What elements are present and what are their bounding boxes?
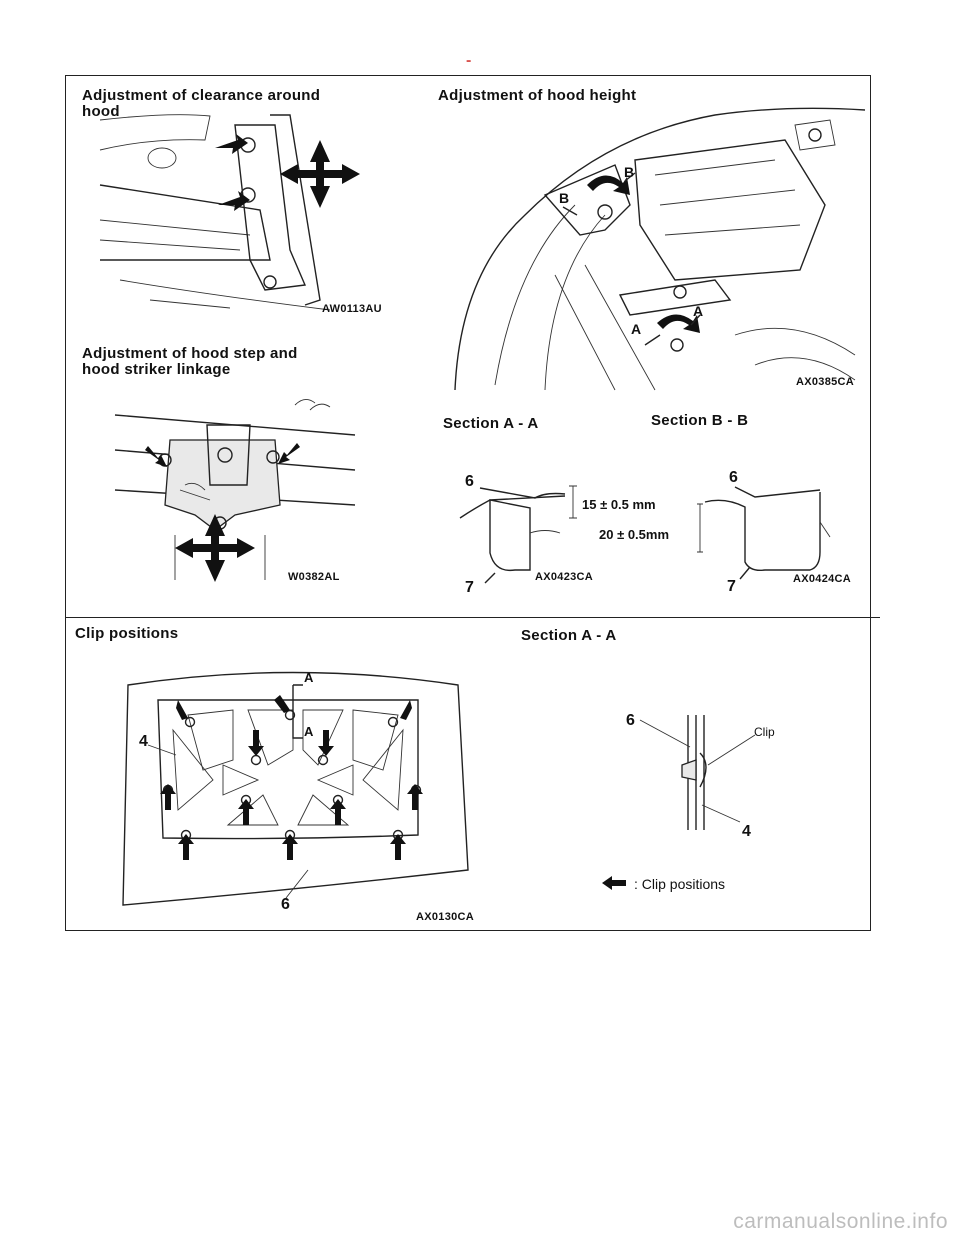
clips-section-label-a-top: A bbox=[304, 670, 314, 685]
section-aa-clip-num-6: 6 bbox=[626, 712, 635, 729]
clip-positions-legend: : Clip positions bbox=[634, 876, 726, 892]
step-code: W0382AL bbox=[288, 571, 340, 583]
section-bb-num-6: 6 bbox=[729, 469, 738, 486]
clearance-title: Adjustment of clearance around hood bbox=[82, 87, 321, 120]
height-label-a-left: A bbox=[631, 321, 642, 337]
section-aa-clip-title: Section A - A bbox=[521, 627, 617, 644]
section-aa-clip-label: Clip bbox=[754, 725, 775, 739]
clips-num-4: 4 bbox=[139, 733, 148, 750]
clips-section-label-a-bottom: A bbox=[304, 724, 314, 739]
section-bb-illustration bbox=[697, 486, 831, 580]
section-aa-clip-illustration bbox=[639, 715, 756, 830]
clips-num-6: 6 bbox=[281, 896, 290, 913]
section-aa-num-7: 7 bbox=[465, 579, 474, 596]
clips-illustration bbox=[122, 671, 469, 906]
height-label-b-left: B bbox=[559, 190, 570, 206]
section-aa-clip-num-4: 4 bbox=[742, 823, 751, 840]
height-illustration bbox=[454, 107, 866, 391]
section-aa-dim-15: 15 ± 0.5 mm bbox=[582, 497, 656, 512]
section-bb-title: Section B - B bbox=[651, 412, 749, 429]
step-illustration bbox=[114, 399, 356, 582]
clearance-code: AW0113AU bbox=[322, 303, 382, 315]
section-bb-num-7: 7 bbox=[727, 578, 736, 595]
horizontal-divider bbox=[65, 617, 880, 618]
clips-title: Clip positions bbox=[75, 625, 179, 642]
section-aa-dim-20: 20 ± 0.5mm bbox=[599, 527, 670, 542]
figure-frame bbox=[65, 75, 871, 931]
legend-arrow-icon bbox=[602, 876, 626, 890]
section-aa-title: Section A - A bbox=[443, 415, 539, 432]
section-bb-code: AX0424CA bbox=[793, 573, 852, 585]
height-code: AX0385CA bbox=[796, 376, 855, 388]
step-title: Adjustment of hood step and hood striker… bbox=[82, 345, 298, 378]
watermark: carmanualsonline.info bbox=[733, 1210, 948, 1233]
section-aa-code: AX0423CA bbox=[535, 571, 594, 583]
height-title: Adjustment of hood height bbox=[438, 87, 637, 104]
section-aa-num-6: 6 bbox=[465, 473, 474, 490]
clips-code: AX0130CA bbox=[416, 911, 475, 923]
clearance-illustration bbox=[99, 114, 360, 311]
height-label-b-right: B bbox=[624, 164, 635, 180]
height-label-a-right: A bbox=[693, 303, 704, 319]
section-aa-illustration bbox=[459, 485, 577, 584]
header-mark: - bbox=[466, 52, 472, 69]
